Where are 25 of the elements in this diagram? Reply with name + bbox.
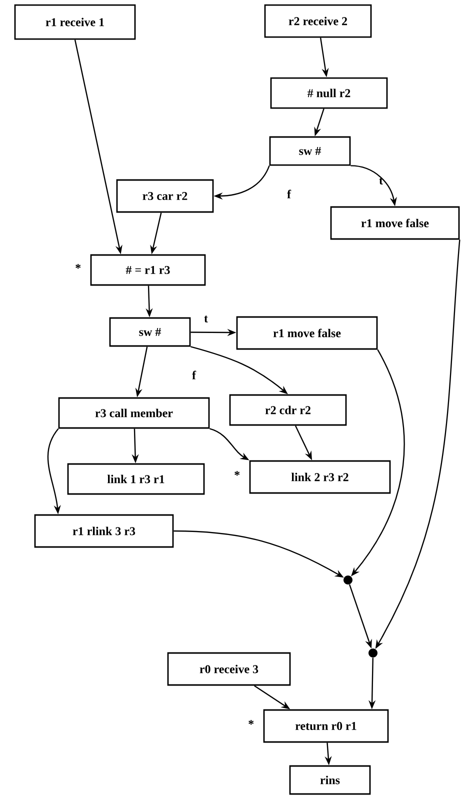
- junction-dot: [344, 576, 352, 584]
- process-box: link 1 r3 r1: [67, 463, 205, 495]
- asterisk: *: [234, 471, 240, 476]
- process-box: # null r2: [270, 77, 388, 109]
- process-box: link 2 r3 r2: [249, 460, 391, 494]
- process-box: # = r1 r3: [90, 254, 206, 286]
- junction-dot: [368, 648, 378, 658]
- edge-label: f: [287, 190, 292, 198]
- edge-label: f: [192, 370, 196, 380]
- process-box: r1 rlink 3 r3: [34, 514, 174, 548]
- process-box: r1 move false: [236, 316, 378, 350]
- process-box: sw #: [269, 136, 351, 166]
- process-box: r0 receive 3: [167, 652, 291, 686]
- process-box: r2 cdr r2: [229, 394, 347, 426]
- process-box: sw #: [109, 317, 191, 347]
- process-box: r2 receive 2: [264, 4, 372, 38]
- process-box: rins: [289, 765, 371, 795]
- process-box: r1 move false: [330, 206, 460, 240]
- process-box: return r0 r1: [263, 709, 389, 743]
- process-box: r3 car r2: [116, 179, 214, 213]
- edge-label: t: [204, 316, 208, 322]
- asterisk: *: [248, 720, 254, 725]
- process-box: r1 receive 1: [14, 4, 136, 40]
- asterisk: *: [76, 264, 81, 269]
- process-box: r3 call member: [58, 397, 210, 429]
